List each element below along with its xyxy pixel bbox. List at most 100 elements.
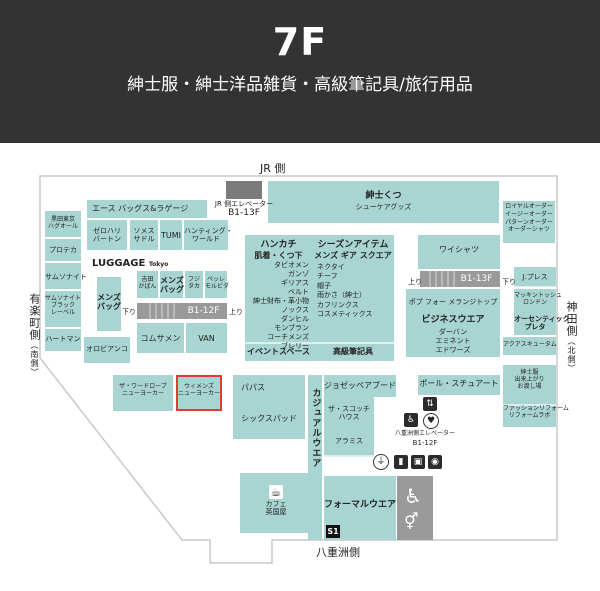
escalator-left-up: 上り (229, 308, 243, 316)
shop-aquascutum (503, 337, 556, 355)
shop-samsonite-label: サムソナイト (45, 273, 87, 281)
season-title: シーズンアイテム (317, 240, 389, 250)
shop-cole-haan-label: コムサメン (140, 334, 181, 343)
elevator-jr-label: JR 側エレベーター (214, 200, 274, 208)
shop-cafe-label: カフェ 英国屋 (265, 500, 287, 517)
shop-kuroshi (45, 211, 81, 237)
shop-season-block (312, 235, 394, 361)
shop-zerohalli (87, 220, 127, 250)
shop-cafe (240, 473, 312, 533)
shop-gentleman-shoes (268, 181, 499, 223)
smoking-icon: ▮ (394, 455, 408, 469)
shop-paul-stuart (418, 375, 500, 395)
shop-shirts (418, 235, 500, 269)
shop-kuroshi-label: 黒田東京 ハグオール (47, 216, 78, 230)
direction-jr: JR 側 (260, 162, 286, 175)
shop-aquascutum-label: アクアスキュータム (503, 341, 557, 348)
hanka-list: タビオメン ガンゾ ギリアス ベルト 紳士財布・革小物 ノックス ダンヒル モン… (253, 261, 309, 350)
restroom-area (397, 476, 433, 540)
shop-shirts-label: ワイシャツ (439, 245, 479, 254)
escalator-right-floors: B1-13F (460, 274, 493, 284)
floor-map: JR 側 八重洲側 有楽町側（南側） 神田側（北側） JR 側エレベーター B1… (0, 143, 600, 591)
shop-royal-order-label: ロイヤルオーダー イージーオーダー パターンオーダー オーダーシャツ (505, 203, 553, 234)
shop-jpress-label: J.プレス (522, 273, 548, 281)
shop-tumi (160, 220, 182, 250)
cafe-icon: ☕ (269, 485, 283, 499)
shop-orobianco (84, 337, 130, 363)
shop-mens-bag (160, 271, 183, 298)
shop-fashion-reform (503, 405, 556, 427)
shop-durban-label: ダーバン (438, 328, 468, 336)
shop-royal-order (503, 201, 555, 243)
shop-gentleman-shoes-label: 紳士くつ (365, 191, 402, 201)
shop-jpress (514, 267, 556, 287)
shop-giuseppe-label: ジョゼッペアブード (324, 381, 396, 390)
shop-yoshida (137, 271, 158, 298)
shop-fuji-label: フジ タカ (187, 276, 200, 290)
shop-paul-stuart-label: ポール・スチュアート (419, 379, 499, 388)
season-sub: メンズ ギア スクエア (314, 251, 392, 260)
floor-header: 7F 紳士服・紳士洋品雑貨・高級筆記具/旅行用品 (0, 0, 600, 143)
shop-felisi (205, 271, 227, 298)
shop-pop-four (406, 289, 500, 313)
restroom-icon: ♿ (404, 413, 418, 427)
shop-order-select (514, 311, 556, 335)
power-outlet-icon: ⏚ (373, 454, 389, 470)
floor-map-svg (39, 175, 558, 564)
shop-zerohalli-label: ゼロハリ バートン (93, 227, 121, 244)
shop-samsonite-black-label: サムソナイト ブラック レーベル (45, 295, 81, 316)
shop-soames (130, 220, 158, 250)
shop-wardrobe-label: ザ・ワードローブ ニューヨーカー (119, 383, 167, 397)
shop-giuseppe (324, 375, 396, 397)
shop-wardrobe (113, 375, 173, 411)
shop-fuji (185, 271, 203, 298)
shop-six-pad (233, 403, 305, 439)
fountain-pen-label: 高級筆記具 (333, 347, 373, 356)
season-list: ネクタイ チーフ 帽子 雨かさ（紳士） カフリンクス コスメティックス (317, 263, 373, 319)
shop-cole-haan (137, 323, 184, 353)
hanka-sub: 肌着・くつ下 (254, 251, 303, 260)
shop-ace-bags-label: エース バッグス&ラゲージ (92, 204, 189, 213)
shop-ace-bags (87, 200, 207, 218)
escalator-left (137, 303, 227, 319)
shop-casual-wear-label: カジュアルウエア (310, 388, 321, 468)
shop-fashion-reform-label: ファッションリフォーム リフォームラボ (503, 405, 569, 419)
elevator-yaesu-floors: B1-12F (412, 439, 438, 447)
elevator-jr-floors: B1-13F (228, 208, 260, 218)
direction-kanda: 神田側（北側） (565, 301, 578, 373)
shop-protecta (45, 239, 81, 261)
shop-orobianco-label: オロビアンコ (86, 345, 128, 353)
shop-papas (233, 375, 305, 403)
shop-scotch-aramis (324, 397, 374, 457)
direction-yaesu: 八重洲側 (316, 546, 360, 559)
shop-protecta-label: プロテカ (49, 246, 77, 254)
highlight-box (176, 375, 222, 411)
wheelchair-icon: ♿ (404, 484, 422, 508)
shop-papas-label: パパス (241, 383, 265, 392)
shop-gentleman-repair-label: 紳士服 出来上がり お渡し場 (514, 369, 545, 390)
elevator-icon: ⇅ (423, 397, 437, 411)
escalator-right-up: 上り (408, 278, 422, 286)
floor-title: 7F (272, 20, 328, 64)
hanka-title: ハンカチ (260, 240, 297, 250)
shop-womens-ny (176, 375, 222, 411)
shop-mens-bag-left (97, 277, 121, 331)
shop-eminent-label: エミネント (435, 337, 471, 345)
shop-van (186, 323, 227, 353)
shop-mens-bag-left-label: メンズ バッグ (97, 293, 121, 312)
shop-hanka-block (245, 235, 312, 361)
luggage-logo: LUGGAGE Tokyo (92, 258, 169, 269)
shop-hunting-world (184, 220, 228, 250)
shop-hartmann-label: ハートマン (45, 335, 81, 343)
shop-business-wear (406, 313, 500, 357)
shop-samsonite-black (45, 291, 81, 327)
shop-shoe-goods-label: シューケアグッズ (355, 203, 412, 211)
event-space-label: イベントスペース (246, 347, 311, 356)
shop-van-label: VAN (198, 334, 215, 343)
aed-icon: ♥ (423, 413, 439, 429)
toilet-icon: ⚥ (404, 512, 419, 531)
shop-six-pad-label: シックスパッド (241, 414, 297, 423)
floor-subtitle: 紳士服・紳士洋品雑貨・高級筆記具/旅行用品 (127, 75, 473, 95)
stairs-s1: S1 (326, 525, 340, 538)
shop-gentleman-repair (503, 365, 556, 405)
